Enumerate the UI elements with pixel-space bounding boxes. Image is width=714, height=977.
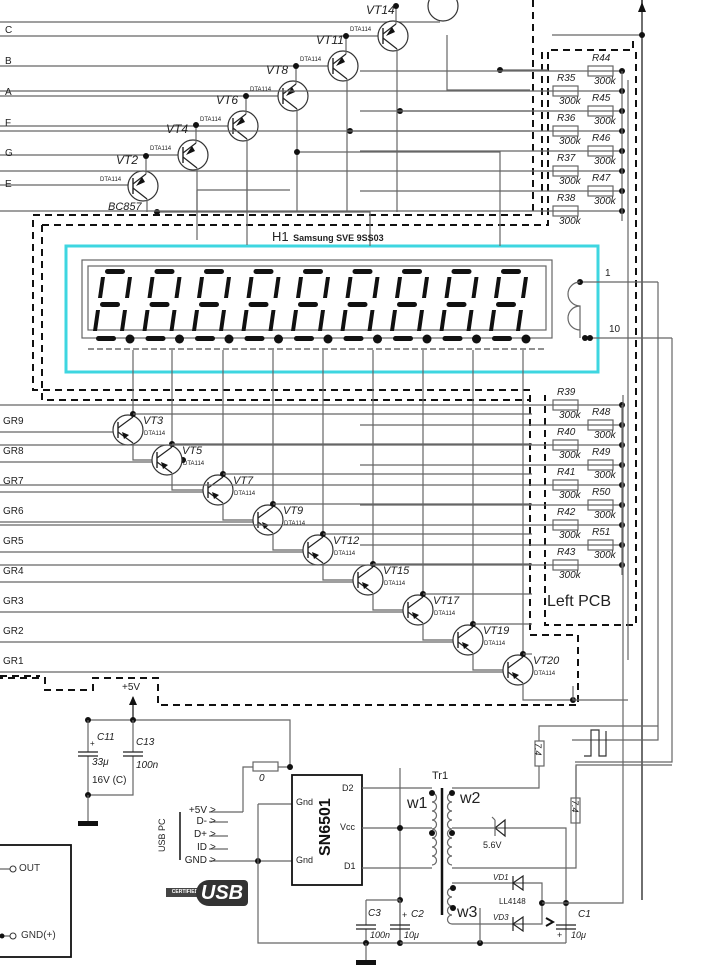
digit-cell: [291, 302, 333, 344]
resistor-r40: [0, 439, 625, 451]
transistor-vt19: [452, 350, 532, 673]
transistor-vt9: [252, 350, 532, 553]
resistor-r48: [360, 419, 625, 431]
segment-transistors: [127, 0, 548, 246]
resistor-r35: [0, 85, 625, 97]
digit-cell: [489, 302, 531, 344]
arrow-up-icon: [129, 696, 137, 705]
transformer-tr1: [429, 395, 672, 943]
digit-cell: [241, 302, 283, 344]
diode-vd1-icon: [511, 874, 524, 892]
digit-cell: [192, 302, 234, 344]
right-trunk: [552, 0, 673, 900]
digit-array: [88, 269, 546, 350]
resistor-r46: [360, 145, 625, 157]
digit-cell: [340, 302, 382, 344]
digit-cell: [444, 269, 479, 298]
transistor-partial: [427, 0, 459, 22]
segment-rails: [0, 21, 440, 186]
power-section: [78, 696, 566, 965]
resistor-r37: [0, 165, 625, 177]
resistor-r51: [360, 539, 625, 551]
digit-cell: [395, 269, 429, 298]
grid-transistors: [112, 350, 628, 703]
resistor-network-top: [0, 65, 625, 221]
ground-symbol: [78, 821, 98, 826]
digit-cell: [98, 269, 132, 298]
transistor-vt20: [502, 350, 576, 703]
digit-cell: [345, 269, 380, 298]
transistor-vt17: [402, 350, 532, 643]
zener-diode-icon: [494, 818, 506, 838]
resistor-r49: [360, 459, 625, 471]
digit-cell: [246, 269, 281, 298]
ground-symbol-2: [356, 960, 376, 965]
transistor-vt6: [227, 93, 259, 212]
resistor-r50: [360, 499, 625, 511]
digit-cell: [439, 302, 481, 344]
resistor-r47: [360, 185, 625, 197]
transistor-vt12: [302, 350, 532, 583]
resistor-r39: [0, 399, 625, 411]
transistor-vt5: [151, 350, 532, 493]
diode-vd3-icon: [511, 915, 524, 933]
transistor-vt4: [177, 122, 209, 212]
digit-cell: [197, 269, 231, 298]
resistor-r45: [360, 105, 625, 117]
transistor-vt2: [127, 153, 159, 212]
digit-cell: [296, 269, 330, 298]
resistor-r44: [360, 65, 625, 77]
transistor-vt14: [377, 3, 409, 212]
digit-cell: [494, 269, 528, 298]
ic-sn6501: [291, 774, 363, 886]
grid-rails: [0, 431, 518, 673]
digit-cell: [147, 269, 182, 298]
digit-cell: [93, 302, 135, 344]
display-highlight-frame: [64, 244, 600, 374]
transistor-vt11: [327, 33, 359, 212]
transistor-vt15: [352, 350, 532, 613]
transistor-vt8: [277, 63, 309, 212]
display-h1: [64, 244, 672, 374]
sensor-box: [0, 844, 72, 958]
board-outlines: [0, 0, 637, 706]
square-wave-icon: [584, 729, 607, 757]
resistor-r41: [0, 479, 625, 491]
digit-cell: [142, 302, 184, 344]
transistor-vt7: [202, 350, 532, 523]
digit-cell: [390, 302, 432, 344]
resistor-r36: [0, 125, 625, 137]
